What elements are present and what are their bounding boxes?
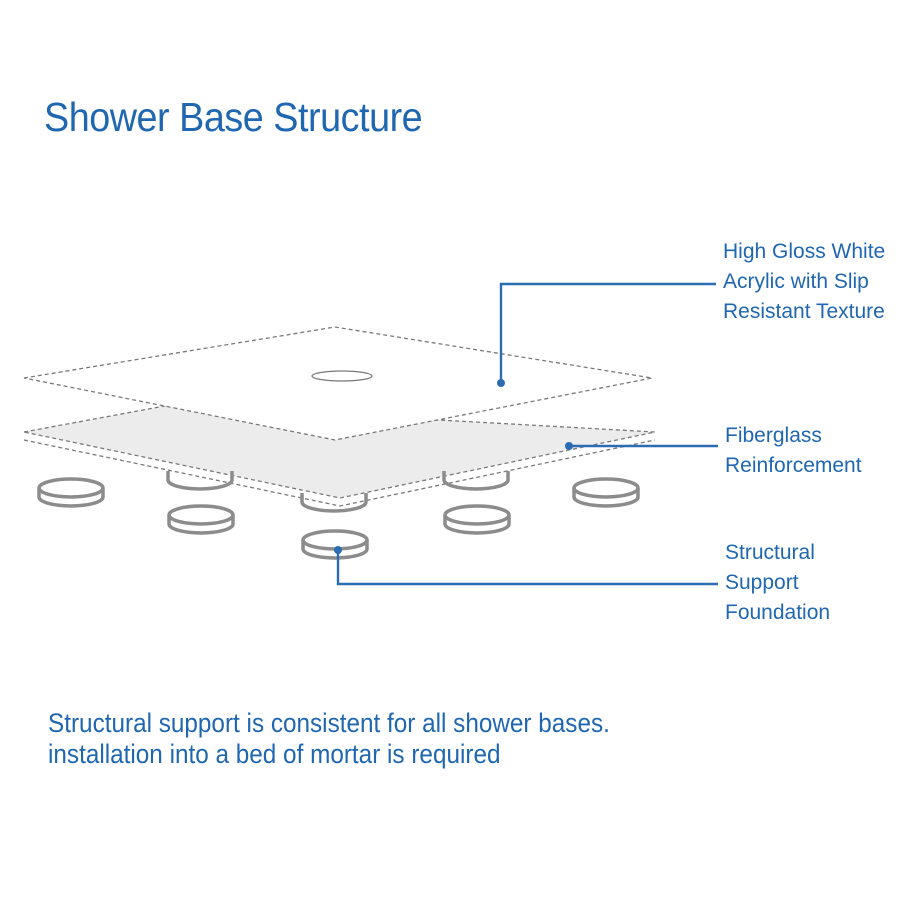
support-ring <box>442 471 510 491</box>
leader-dot-acrylic <box>497 379 505 387</box>
label-acrylic-line: Resistant Texture <box>723 300 885 323</box>
fiberglass-layer <box>23 404 656 507</box>
leader-dots <box>334 379 573 554</box>
footnote-line-2: installation into a bed of mortar is req… <box>48 739 501 769</box>
footnote-line-1: Structural support is consistent for all… <box>48 708 610 738</box>
support-ring <box>167 504 235 535</box>
label-fiberglass-line: Fiberglass <box>725 424 822 447</box>
leader-acrylic <box>499 282 716 383</box>
footnote: Structural support is consistent for all… <box>48 708 610 770</box>
support-ring <box>443 504 511 535</box>
drain-hole <box>311 370 373 382</box>
label-support: Structural Support Foundation <box>725 538 830 628</box>
diagram-title: Shower Base Structure <box>44 94 423 140</box>
leader-dot-support <box>334 546 342 554</box>
label-acrylic-line: Acrylic with Slip <box>723 270 869 293</box>
leader-support <box>336 550 718 586</box>
support-ring <box>166 471 234 491</box>
support-ring <box>300 493 368 513</box>
leader-dot-fiberglass <box>565 442 573 450</box>
label-acrylic-line: High Gloss White <box>723 240 886 263</box>
support-rings <box>37 471 640 560</box>
support-ring <box>301 529 369 560</box>
label-acrylic: High Gloss White Acrylic with Slip Resis… <box>723 237 885 327</box>
leader-lines <box>336 282 718 586</box>
label-support-line: Structural <box>725 541 815 564</box>
label-support-line: Foundation <box>725 601 831 624</box>
label-fiberglass-line: Reinforcement <box>725 454 862 477</box>
label-support-line: Support <box>725 571 799 594</box>
support-ring <box>572 477 640 508</box>
label-fiberglass: Fiberglass Reinforcement <box>725 421 862 481</box>
acrylic-layer <box>23 326 653 441</box>
support-ring <box>37 477 105 508</box>
